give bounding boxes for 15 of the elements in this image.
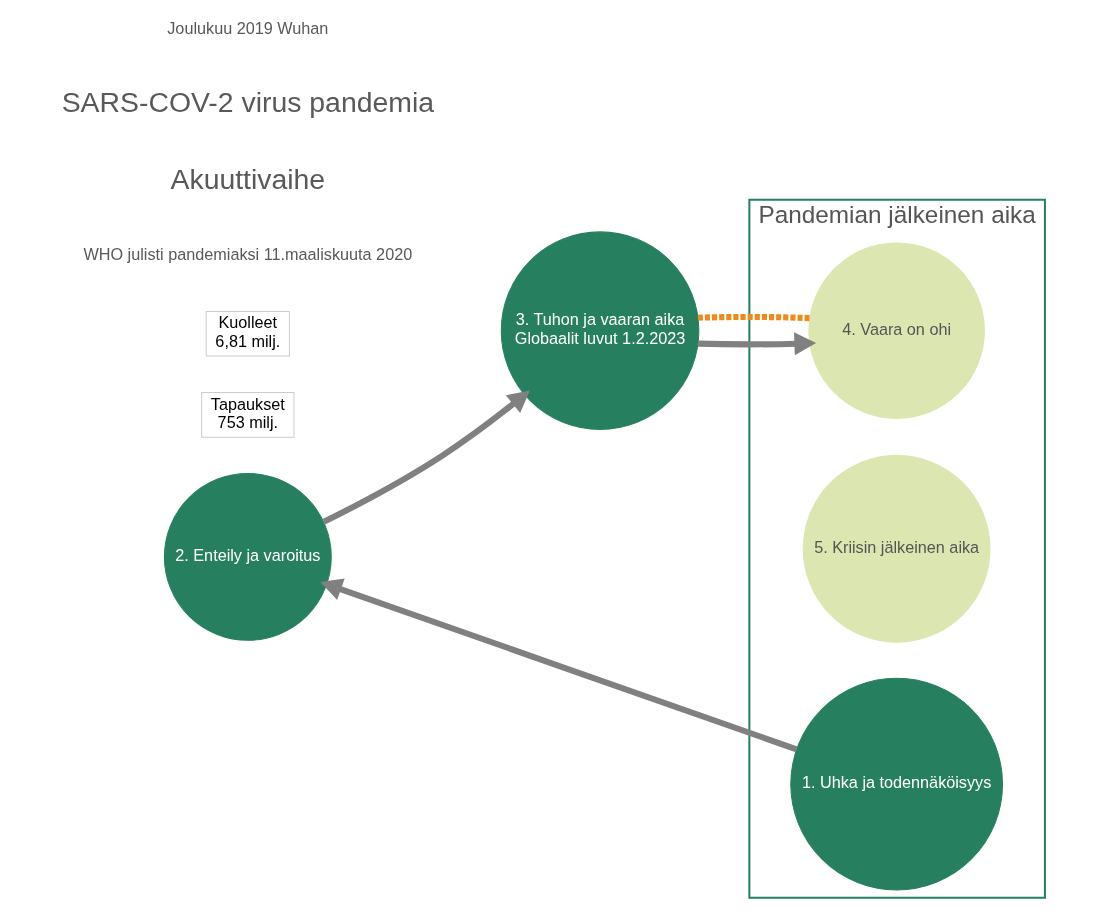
connector xyxy=(697,313,810,322)
label: Joulukuu 2019 Wuhan xyxy=(166,19,328,38)
arrow xyxy=(319,578,798,753)
arrow xyxy=(697,332,816,356)
node-circle: 4. Vaara on ohi xyxy=(807,242,985,419)
node-circle: 5. Kriisin jälkeinen aika xyxy=(802,454,991,643)
label: Akuuttivaihe xyxy=(170,162,325,195)
node-circle: 2. Enteily ja varoitus xyxy=(163,472,332,641)
node-box: Kuolleet 6,81 milj. xyxy=(205,310,290,357)
label: SARS-COV-2 virus pandemia xyxy=(61,86,434,119)
label: WHO julisti pandemiaksi 11.maaliskuuta 2020 xyxy=(82,245,412,264)
node-circle: 1. Uhka ja todennäköisyys xyxy=(789,677,1003,891)
node-circle: 3. Tuhon ja vaaran aika Globaalit luvut 1.2.2023 xyxy=(500,231,699,430)
arrow xyxy=(322,390,530,525)
node-box: Tapaukset 753 milj. xyxy=(200,392,294,438)
